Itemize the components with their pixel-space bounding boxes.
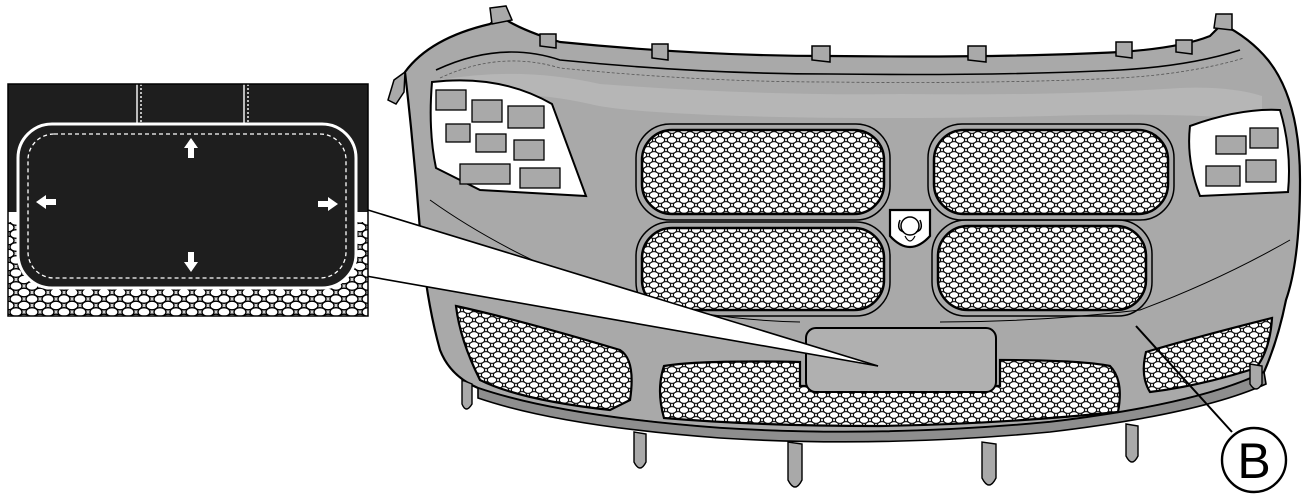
fascia-top-ridge [435,49,1241,76]
inset-seam-lines [136,84,249,124]
callout-b-leader-line [1135,325,1233,433]
mounting-tabs-top [489,5,1233,63]
middle-left-grille-mesh [640,226,886,312]
middle-right-grille-mesh [936,224,1148,312]
arrow-up-icon [184,138,198,158]
callout-b-letter: B [1237,433,1270,489]
fascia-character-line-right [939,239,1291,323]
inset-leader-lines [365,209,879,367]
ram-emblem [888,208,932,249]
side-clip-left [387,70,406,105]
front-fascia [387,5,1302,488]
upper-left-grille-mesh [640,128,886,216]
detail-inset [7,83,369,317]
right-lamp-bracket [1205,127,1279,187]
license-plate-pocket [805,327,997,393]
left-lamp-bracket [435,89,561,189]
callout-b: B [1220,426,1288,494]
lower-left-grille-mesh [454,304,633,412]
fascia-bottom-lip [477,370,1267,443]
arrow-down-icon [184,252,198,272]
arrow-right-icon [318,197,338,211]
arrow-left-icon [36,195,56,209]
upper-right-grille-mesh [932,128,1170,216]
mounting-hooks-bottom [461,363,1263,488]
fascia-upper-panel [440,73,1262,120]
inset-plate-pocket [16,122,358,290]
